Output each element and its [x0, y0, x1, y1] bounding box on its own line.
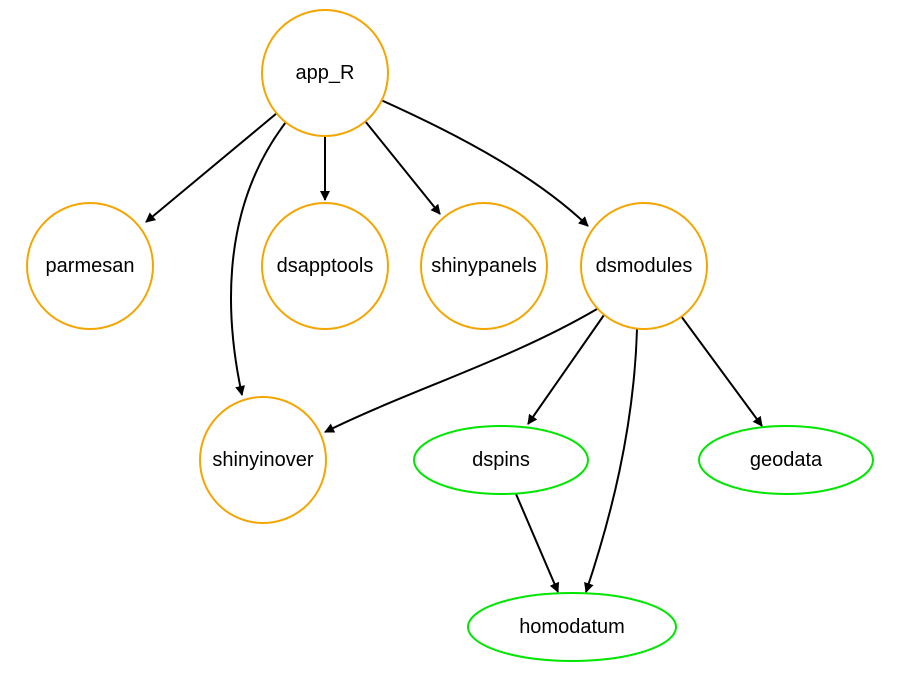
node-label: geodata [750, 449, 823, 471]
node-label: shinypanels [431, 255, 537, 277]
node-circle [26, 202, 154, 330]
node-homodatum: homodatum [467, 592, 677, 662]
edge-dsmodules-to-dspins [527, 314, 605, 425]
node-shinyinover: shinyinover [199, 396, 327, 524]
edge-app-r-to-dsmodules [380, 99, 589, 227]
edge-dsmodules-to-geodata [680, 315, 763, 427]
node-label: app_R [296, 62, 355, 84]
node-dsapptools: dsapptools [261, 202, 389, 330]
edge-dspins-to-homodatum [515, 493, 560, 593]
node-dspins: dspins [413, 425, 589, 495]
node-dsmodules: dsmodules [580, 202, 708, 330]
node-circle [420, 202, 548, 330]
edge-app-r-to-shinyinover [230, 121, 287, 396]
node-parmesan: parmesan [26, 202, 154, 330]
edges-layer [145, 99, 763, 593]
node-shinypanels: shinypanels [420, 202, 548, 330]
node-circle [261, 202, 389, 330]
node-label: dspins [472, 449, 530, 471]
node-geodata: geodata [698, 425, 874, 495]
node-label: parmesan [46, 255, 135, 277]
edge-app-r-to-shinypanels [364, 120, 441, 215]
node-label: shinyinover [212, 449, 314, 471]
node-circle [261, 9, 389, 137]
node-circle [580, 202, 708, 330]
node-ellipse [467, 592, 677, 662]
node-label: dsmodules [596, 255, 693, 277]
node-ellipse [413, 425, 589, 495]
edge-app-r-to-parmesan [145, 112, 278, 223]
node-app-r: app_R [261, 9, 389, 137]
node-label: homodatum [519, 616, 625, 638]
node-label: dsapptools [277, 255, 374, 277]
nodes-layer: app_R parmesan dsapptools shinypanels dsmodu… [26, 9, 874, 662]
node-ellipse [698, 425, 874, 495]
edge-dsmodules-to-shinyinover [324, 308, 598, 433]
node-circle [199, 396, 327, 524]
edge-dsmodules-to-homodatum [584, 328, 638, 593]
